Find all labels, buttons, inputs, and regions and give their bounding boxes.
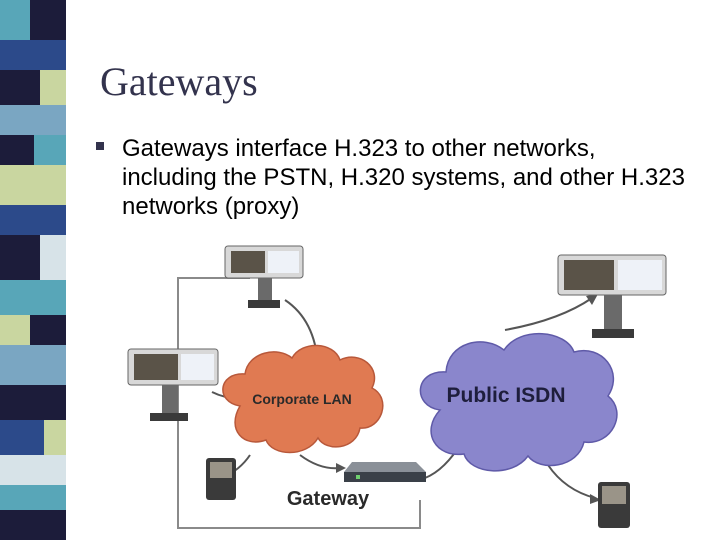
- arrow-isdn-to-phone: [547, 464, 596, 499]
- video-station-left: [127, 348, 219, 421]
- bullet-text: Gateways interface H.323 to other networ…: [122, 135, 685, 220]
- video-phone-right: [598, 482, 630, 528]
- arrow-lan-to-gateway: [299, 454, 341, 470]
- network-line: [177, 277, 421, 529]
- video-station-right: [557, 254, 667, 338]
- corporate-lan-cloud: [222, 344, 384, 454]
- bullet-marker: [96, 142, 104, 150]
- public-isdn-cloud: [419, 333, 618, 472]
- slide-title: Gateways: [100, 59, 258, 104]
- corporate-lan-label: Corporate LAN: [252, 391, 352, 407]
- video-phone-left: [206, 458, 236, 500]
- arrow-isdn-to-right: [504, 297, 593, 331]
- public-isdn-label: Public ISDN: [446, 384, 565, 407]
- decorative-stripe: [0, 0, 66, 540]
- gateway-label: Gateway: [287, 488, 370, 510]
- gateway-device: [344, 462, 426, 482]
- video-station-top: [224, 245, 304, 308]
